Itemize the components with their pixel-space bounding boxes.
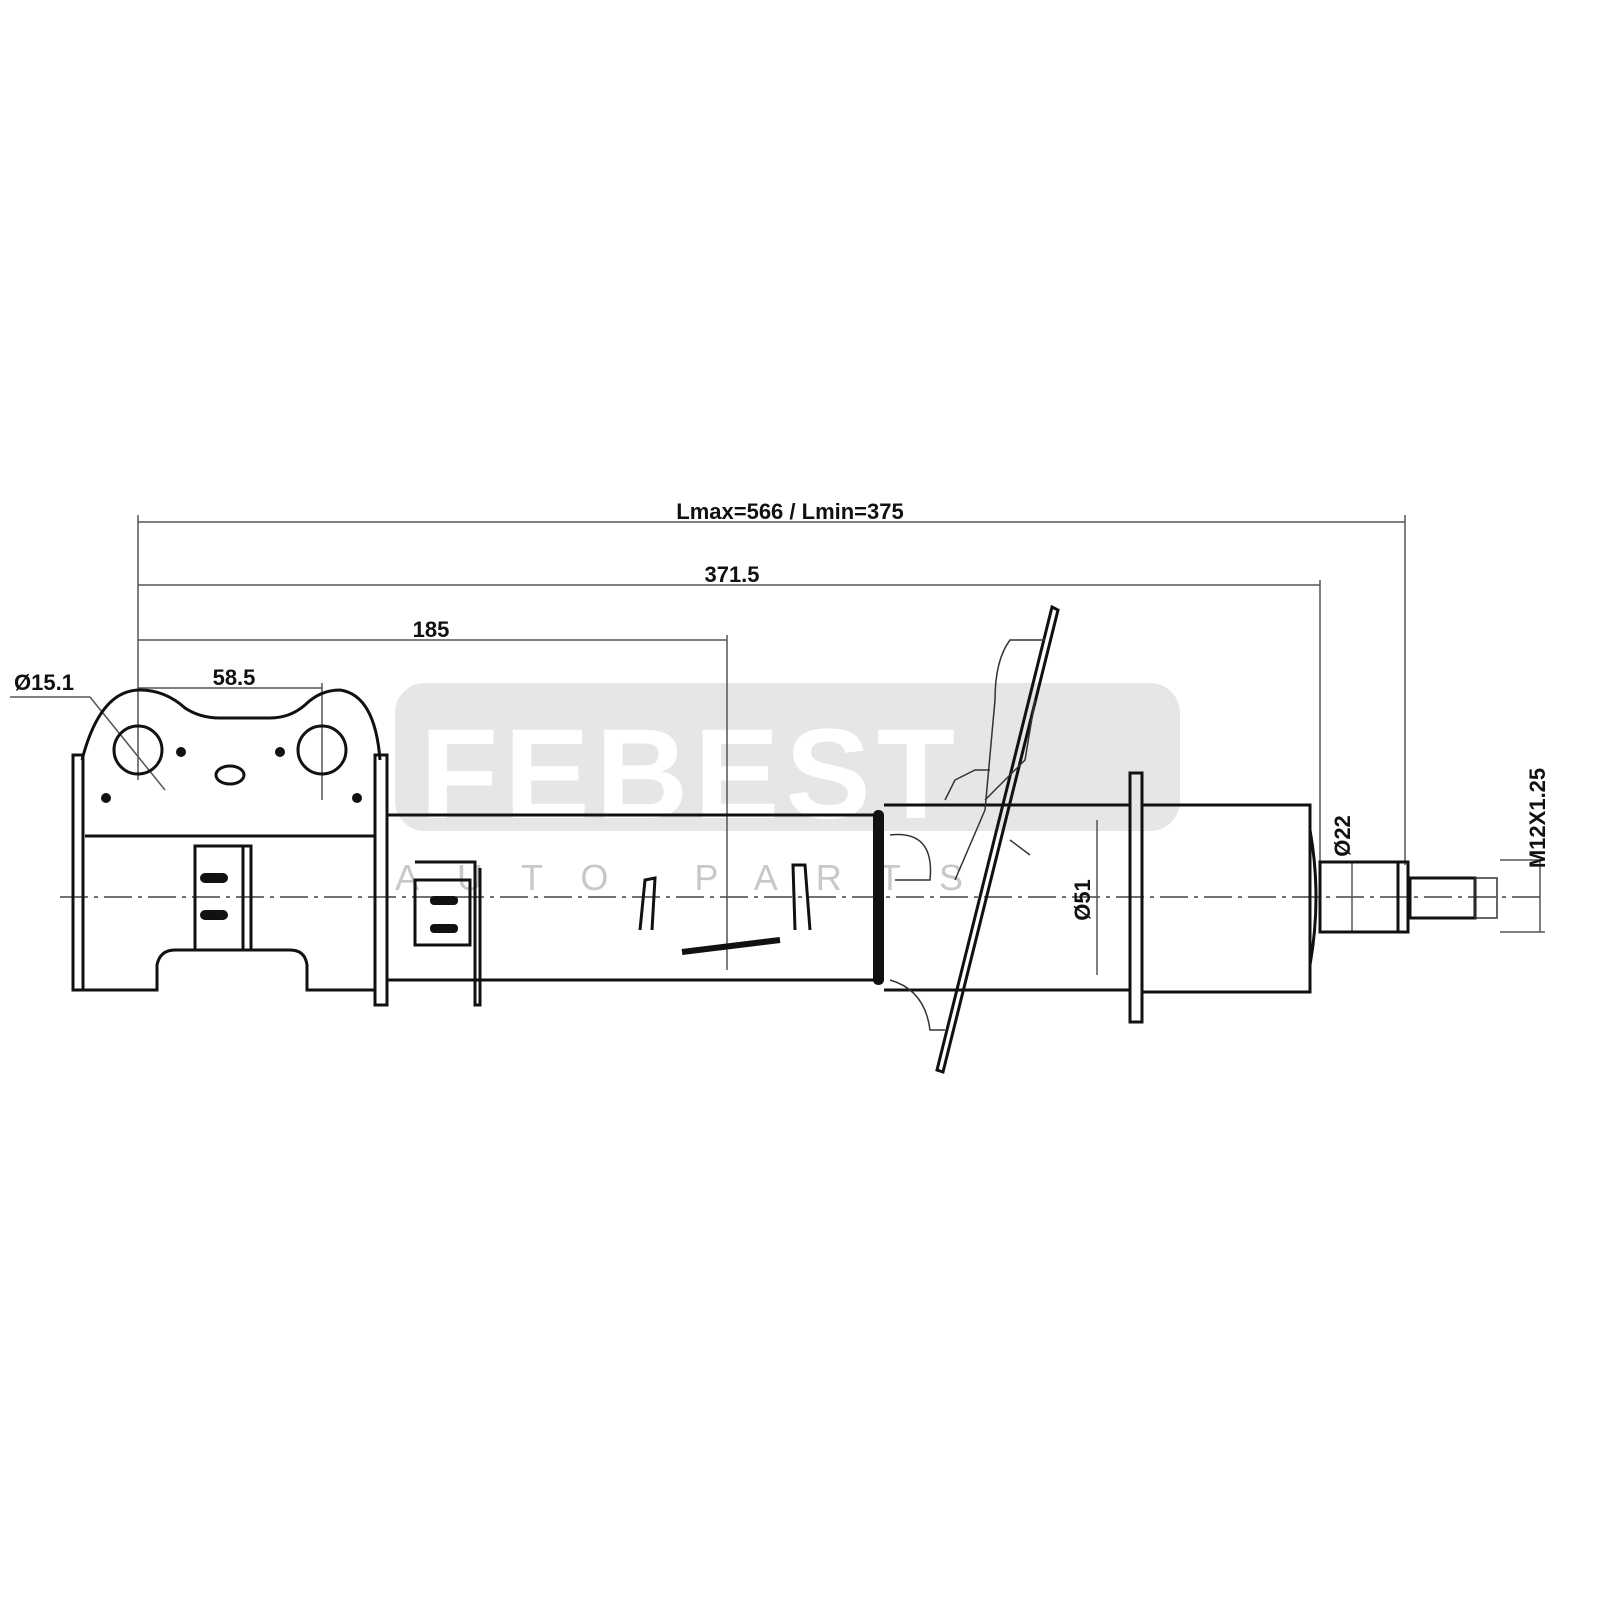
shock-body — [387, 604, 1498, 1074]
mount-hole-right — [296, 724, 348, 776]
dim-58-5: 58.5 — [213, 665, 256, 690]
watermark-subtitle: AUTO PARTS — [395, 857, 1001, 898]
slot-hole — [214, 764, 246, 786]
febest-watermark: FEBEST AUTO PARTS — [395, 683, 1180, 898]
dim-hole-diameter: Ø15.1 — [14, 670, 74, 695]
dim-185: 185 — [413, 617, 450, 642]
mounting-bracket — [71, 688, 389, 1007]
watermark-brand: FEBEST — [420, 703, 961, 846]
upper-body — [1140, 803, 1312, 994]
body-ring — [873, 810, 884, 985]
dim-overall-length: Lmax=566 / Lmin=375 — [676, 499, 903, 524]
dim-body-diameter: Ø51 — [1070, 879, 1095, 921]
brake-hose-bracket — [415, 860, 482, 1007]
watermark-background — [395, 683, 1180, 831]
mount-hole-left — [112, 724, 164, 776]
dim-rod-diameter: Ø22 — [1330, 815, 1355, 857]
dimension-lines — [10, 515, 1545, 975]
dim-thread: M12X1.25 — [1525, 768, 1550, 868]
spring-seat — [935, 604, 1060, 1074]
thread-stud — [1408, 876, 1477, 920]
dim-371-5: 371.5 — [704, 562, 759, 587]
